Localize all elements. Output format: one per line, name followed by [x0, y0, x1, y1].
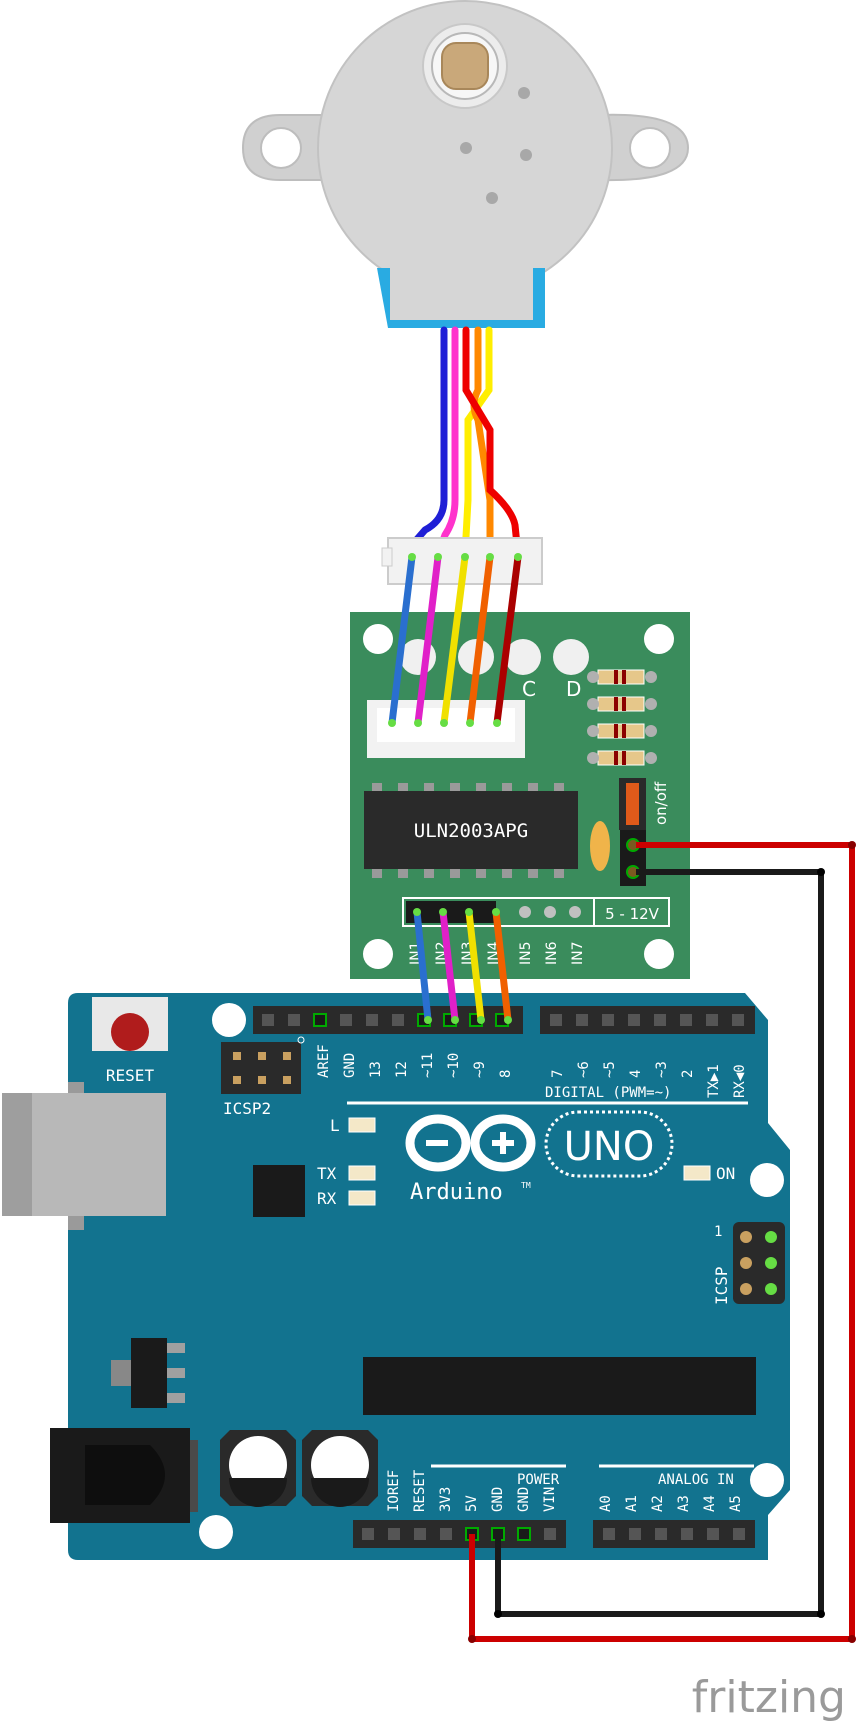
led-label-c: C: [522, 677, 536, 701]
icsp2-header: ICSP2: [221, 1036, 305, 1118]
icsp-header: 1 ICSP: [712, 1222, 785, 1305]
led-on-label: ON: [716, 1164, 735, 1183]
in6-label: IN6: [544, 941, 560, 965]
electrolytic-capacitors: [220, 1430, 378, 1507]
pin-reset: RESET: [412, 1469, 428, 1512]
voltage-regulator: [111, 1338, 185, 1408]
pin-gnd-2: GND: [516, 1487, 532, 1512]
reset-label: RESET: [106, 1066, 155, 1085]
pin-12: 12: [394, 1061, 410, 1078]
pin-13: 13: [368, 1061, 384, 1078]
pin-gnd-digital: GND: [342, 1053, 358, 1078]
pin-5: ~5: [602, 1061, 618, 1078]
in7-label: IN7: [570, 941, 586, 965]
pin-gnd-1: GND: [490, 1487, 506, 1512]
atmega-mcu: [363, 1357, 756, 1415]
icsp-pin1-label: 1: [714, 1224, 722, 1240]
usb-connector: [2, 1082, 166, 1230]
signal-wires: [413, 908, 512, 1024]
pin-3v3: 3V3: [438, 1487, 454, 1512]
led-rx-label: RX: [317, 1189, 337, 1208]
usb-chip: [253, 1165, 305, 1217]
pin-8: 8: [498, 1070, 514, 1078]
pin-vin: VIN: [542, 1487, 558, 1512]
signal-wire-ends: [413, 908, 512, 1024]
in5-label: IN5: [518, 941, 534, 965]
arduino-logo-text: Arduino: [410, 1180, 503, 1205]
led-tx-label: TX: [317, 1164, 337, 1183]
pin-ioref: IOREF: [386, 1470, 402, 1512]
fritzing-watermark: fritzing: [692, 1672, 846, 1722]
icsp-label: ICSP: [712, 1266, 731, 1305]
power-pin-labels: IOREF RESET 3V3 5V GND GND VIN A0 A1 A2 …: [386, 1469, 744, 1512]
socket-pin-dots: [388, 553, 522, 727]
pin-a0: A0: [598, 1495, 614, 1512]
pin-6: ~6: [576, 1061, 592, 1078]
socket-wires: [388, 553, 522, 727]
digital-pin-labels: AREF GND 13 12 ~11 ~10 ~9 8 7 ~6 ~5 4 ~3…: [316, 1044, 748, 1098]
pin-a1: A1: [624, 1495, 640, 1512]
pin-a2: A2: [650, 1495, 666, 1512]
resistor-array: [587, 669, 657, 766]
pin-a3: A3: [676, 1495, 692, 1512]
analog-header-label: ANALOG IN: [658, 1472, 734, 1488]
arduino-logo: Arduino TM: [405, 1114, 536, 1205]
pin-a5: A5: [728, 1495, 744, 1512]
icsp2-label: ICSP2: [223, 1099, 271, 1118]
analog-pin-header: [593, 1520, 755, 1548]
arduino-uno-board: RESET ICSP2: [2, 993, 790, 1560]
pin-4: 4: [628, 1070, 644, 1078]
motor-wires: [406, 326, 522, 559]
dc-power-jack: [50, 1428, 198, 1523]
pin-7: 7: [550, 1070, 566, 1078]
led-label-d: D: [566, 677, 581, 701]
uln2003apg-chip: ULN2003APG: [364, 783, 578, 878]
pin-11: ~11: [420, 1053, 436, 1078]
pin-2: 2: [680, 1070, 696, 1078]
uln2003-driver-board: C D: [350, 612, 690, 979]
wire-bend-points: [468, 841, 856, 1643]
pin-9: ~9: [472, 1061, 488, 1078]
led-l-label: L: [330, 1116, 340, 1135]
power-header-label: POWER: [517, 1472, 560, 1488]
power-pin-header: [353, 1520, 566, 1548]
power-header: [620, 830, 646, 886]
switch-label: on/off: [652, 781, 670, 825]
status-leds: L TX RX ON: [317, 1116, 735, 1208]
pin-tx1: TX▶1: [706, 1064, 722, 1098]
pin-3: ~3: [654, 1061, 670, 1078]
digital-header-right: [540, 1006, 755, 1034]
power-voltage-label: 5 - 12V: [605, 905, 660, 923]
chip-label: ULN2003APG: [414, 820, 528, 842]
uno-badge: UNO: [544, 1110, 674, 1178]
pin-10: ~10: [446, 1053, 462, 1078]
pin-a4: A4: [702, 1495, 718, 1512]
logo-trademark: TM: [521, 1181, 531, 1190]
digital-header-label: DIGITAL (PWM=~): [545, 1085, 671, 1101]
pin-rx0: RX◀0: [732, 1064, 748, 1098]
pin-5v: 5V: [464, 1495, 480, 1512]
uno-label: UNO: [564, 1124, 655, 1170]
on-off-switch[interactable]: on/off: [619, 778, 670, 830]
reset-button[interactable]: RESET: [92, 997, 168, 1085]
pin-aref: AREF: [316, 1044, 332, 1078]
stepper-motor: [241, 0, 690, 328]
